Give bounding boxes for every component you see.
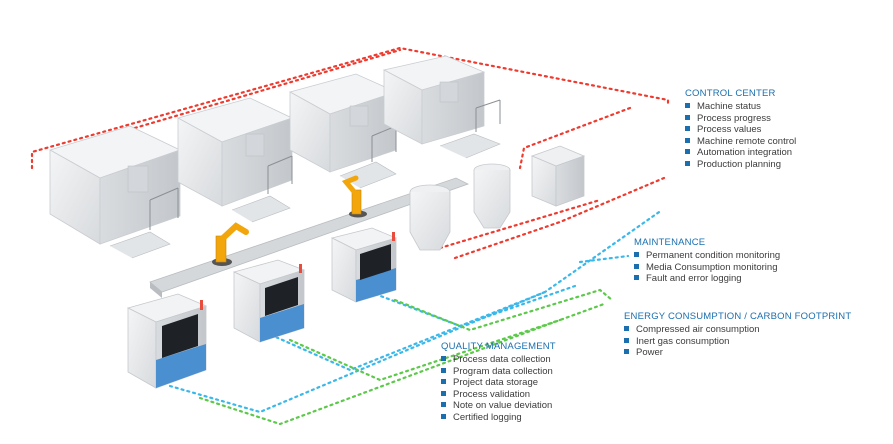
robot-arm-left [212, 222, 249, 266]
control-wire-1 [30, 46, 670, 170]
square-bullet-icon [634, 252, 639, 257]
square-bullet-icon [624, 326, 629, 331]
square-bullet-icon [634, 275, 639, 281]
quality-title: QUALITY MANAGEMENT [441, 341, 556, 352]
energy-wire-1 [198, 302, 606, 426]
list-item: Process data collection [441, 354, 556, 366]
control-center-title: CONTROL CENTER [685, 88, 776, 99]
production-machine-a [48, 125, 182, 259]
square-bullet-icon [441, 402, 446, 408]
silo-tank-left [409, 184, 451, 251]
square-bullet-icon [685, 103, 690, 108]
silo-tank-middle [473, 163, 511, 229]
control-center-panel: CONTROL CENTER Machine status Process pr… [685, 88, 796, 171]
robot-arm-right [341, 175, 367, 218]
list-item: Production planning [685, 159, 796, 171]
quality-list: Process data collection Program data col… [441, 354, 556, 424]
machine-cabinet-3 [330, 227, 398, 303]
maintenance-panel: MAINTENANCE Permanent condition monitori… [634, 237, 780, 285]
list-item: Permanent condition monitoring [634, 250, 780, 262]
production-machine-c [288, 73, 398, 189]
list-item: Note on value deviation [441, 400, 556, 412]
square-bullet-icon [685, 160, 690, 166]
machine-cabinet-2 [232, 259, 306, 343]
maintenance-title: MAINTENANCE [634, 237, 706, 248]
maintenance-wire-2 [258, 290, 547, 372]
square-bullet-icon [441, 356, 446, 361]
maintenance-wire-4 [578, 254, 630, 264]
square-bullet-icon [441, 390, 446, 396]
list-item: Program data collection [441, 366, 556, 378]
energy-title: ENERGY CONSUMPTION / CARBON FOOTPRINT [624, 311, 852, 322]
energy-wire-3 [393, 288, 614, 332]
square-bullet-icon [685, 126, 690, 132]
energy-list: Compressed air consumption Inert gas con… [624, 324, 851, 359]
list-item: Certified logging [441, 412, 556, 424]
list-item: Media Consumption monitoring [634, 262, 780, 274]
list-item: Power [624, 347, 851, 359]
square-bullet-icon [441, 379, 446, 385]
square-bullet-icon [685, 149, 690, 155]
square-bullet-icon [634, 263, 639, 269]
energy-wire-2 [288, 318, 562, 382]
list-item: Inert gas consumption [624, 336, 851, 348]
list-item: Machine status [685, 101, 796, 113]
list-item: Process progress [685, 113, 796, 125]
control-center-list: Machine status Process progress Process … [685, 101, 796, 171]
machine-cabinet-1 [126, 293, 208, 389]
square-bullet-icon [685, 137, 690, 143]
square-bullet-icon [441, 413, 446, 419]
maintenance-list: Permanent condition monitoring Media Con… [634, 250, 780, 285]
control-wire-5 [438, 198, 602, 250]
square-bullet-icon [685, 114, 690, 120]
supply-cabinet [530, 145, 586, 207]
list-item: Project data storage [441, 377, 556, 389]
list-item: Machine remote control [685, 136, 796, 148]
quality-panel: QUALITY MANAGEMENT Process data collecti… [441, 341, 556, 424]
production-machine-b [176, 97, 294, 223]
square-bullet-icon [624, 337, 629, 343]
list-item: Fault and error logging [634, 273, 780, 285]
control-wire-3 [518, 106, 632, 170]
list-item: Process values [685, 124, 796, 136]
list-item: Process validation [441, 389, 556, 401]
control-wire-4 [453, 176, 666, 260]
square-bullet-icon [624, 349, 629, 355]
maintenance-wire-3 [368, 284, 577, 328]
square-bullet-icon [441, 367, 446, 373]
list-item: Automation integration [685, 147, 796, 159]
maintenance-wire-1 [168, 208, 664, 414]
production-machine-d [382, 55, 501, 159]
energy-panel: ENERGY CONSUMPTION / CARBON FOOTPRINT Co… [624, 311, 851, 359]
list-item: Compressed air consumption [624, 324, 851, 336]
